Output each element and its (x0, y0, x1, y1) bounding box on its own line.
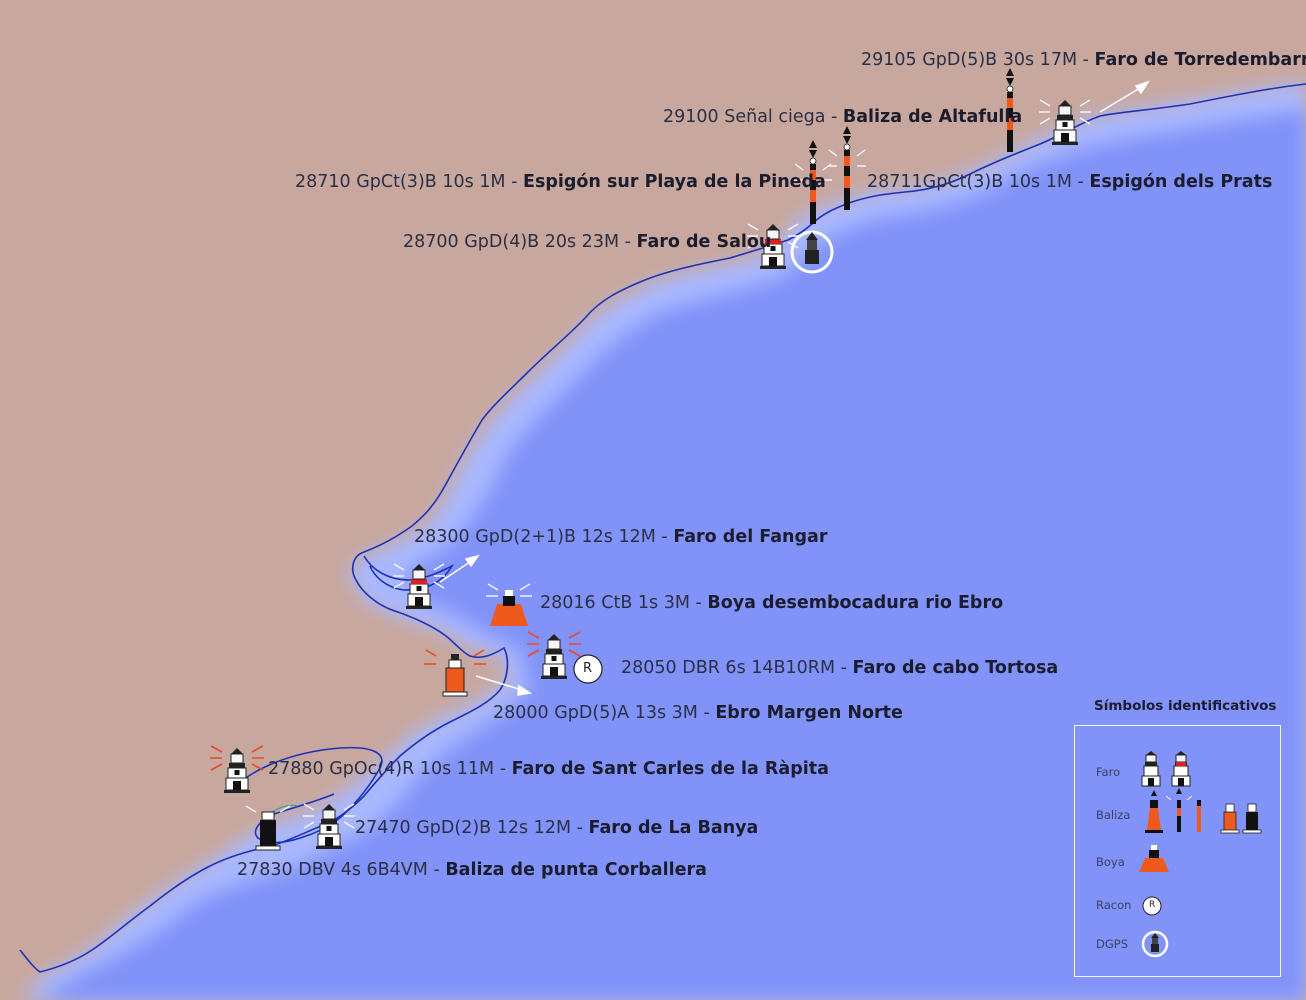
legend-label-racon: Racon (1096, 898, 1132, 912)
label-name: Ebro Margen Norte (715, 703, 903, 723)
label-code: 27470 GpD(2)B 12s 12M (355, 818, 572, 838)
arrow-torredembarra (1099, 80, 1150, 113)
label-code: 29105 GpD(5)B 30s 17M (861, 50, 1078, 70)
label-name: Baliza de punta Corballera (445, 860, 707, 880)
buoy-icon (486, 583, 532, 626)
legend-beacon-icon (1145, 790, 1163, 833)
label-altafulla: 29100 Señal ciega - Baliza de Altafulla (663, 107, 1023, 127)
lighthouse-icon (209, 745, 265, 794)
legend-label-baliza: Baliza (1096, 808, 1131, 822)
legend-title: Símbolos identificativos (1094, 698, 1277, 714)
label-name: Boya desembocadura rio Ebro (707, 593, 1004, 613)
label-name: Faro de Sant Carles de la Ràpita (511, 759, 829, 779)
label-code: 28000 GpD(5)A 13s 3M (493, 703, 698, 723)
legend-beacon-thin-icon (1197, 800, 1201, 832)
label-banya: 27470 GpD(2)B 12s 12M - Faro de La Banya (355, 818, 759, 838)
label-name: Faro de Salou (636, 232, 772, 252)
legend-beacon-orange-tower-icon (1220, 803, 1240, 834)
label-code: 27830 DBV 4s 6B4VM (237, 860, 428, 880)
legend-racon-icon (1142, 896, 1162, 916)
legend-buoy-icon (1139, 845, 1169, 872)
arrow-margen-norte (475, 675, 533, 696)
label-corballera: 27830 DBV 4s 6B4VM - Baliza de punta Cor… (237, 860, 707, 880)
label-salou: 28700 GpD(4)B 20s 23M - Faro de Salou (403, 232, 772, 252)
beacon-icon (424, 649, 486, 697)
legend-label-dgps: DGPS (1096, 937, 1129, 951)
legend-racon-letter: R (1149, 900, 1156, 910)
label-torredembarra: 29105 GpD(5)B 30s 17M - Faro de Torredem… (861, 50, 1306, 70)
label-name: Baliza de Altafulla (842, 107, 1023, 127)
label-name: Faro de cabo Tortosa (852, 658, 1059, 678)
label-name: Espigón sur Playa de la Pineda (522, 172, 826, 192)
light-rays-icon (794, 149, 866, 181)
label-code: 29100 Señal ciega (663, 107, 826, 127)
label-name: Faro del Fangar (673, 527, 828, 547)
label-name: Faro de La Banya (588, 818, 759, 838)
arrow-fangar (439, 554, 480, 583)
label-code: 28300 GpD(2+1)B 12s 12M (414, 527, 656, 547)
label-code: 28016 CtB 1s 3M (540, 593, 690, 613)
label-code: 28710 GpCt(3)B 10s 1M (295, 172, 506, 192)
legend-beacon-black-tower-icon (1242, 803, 1262, 834)
label-code: 27880 GpOc(4)R 10s 11M (268, 759, 495, 779)
label-boya-ebro: 28016 CtB 1s 3M - Boya desembocadura rio… (540, 593, 1004, 613)
label-tortosa: 28050 DBR 6s 14B10RM - Faro de cabo Tort… (621, 658, 1059, 678)
label-name: Espigón dels Prats (1089, 172, 1273, 192)
label-pineda: 28710 GpCt(3)B 10s 1M - Espigón sur Play… (295, 172, 826, 192)
banya-inlet-line (271, 804, 299, 813)
label-name: Faro de Torredembarra (1094, 50, 1306, 70)
label-fangar: 28300 GpD(2+1)B 12s 12M - Faro del Fanga… (414, 527, 828, 547)
dgps-icon (790, 230, 834, 274)
label-margen-norte: 28000 GpD(5)A 13s 3M - Ebro Margen Norte (493, 703, 903, 723)
legend-dgps-icon (1141, 930, 1169, 958)
racon-icon (573, 654, 603, 684)
legend-label-boya: Boya (1096, 855, 1125, 869)
racon-letter: R (583, 661, 593, 676)
label-code: 28050 DBR 6s 14B10RM (621, 658, 836, 678)
sea (40, 110, 1306, 1000)
label-rapita: 27880 GpOc(4)R 10s 11M - Faro de Sant Ca… (268, 759, 829, 779)
label-code: 28700 GpD(4)B 20s 23M (403, 232, 620, 252)
legend-label-faro: Faro (1096, 765, 1121, 779)
label-prats: 28711GpCt(3)B 10s 1M - Espigón dels Prat… (867, 172, 1273, 192)
legend-beacon-pole-icon (1165, 788, 1193, 832)
beacon-icon (245, 805, 291, 851)
legend-box (1074, 725, 1281, 977)
label-code: 28711GpCt(3)B 10s 1M (867, 172, 1072, 192)
coastline (19, 83, 1306, 973)
beacon-icon (842, 125, 852, 211)
fangar-spit (363, 555, 455, 591)
